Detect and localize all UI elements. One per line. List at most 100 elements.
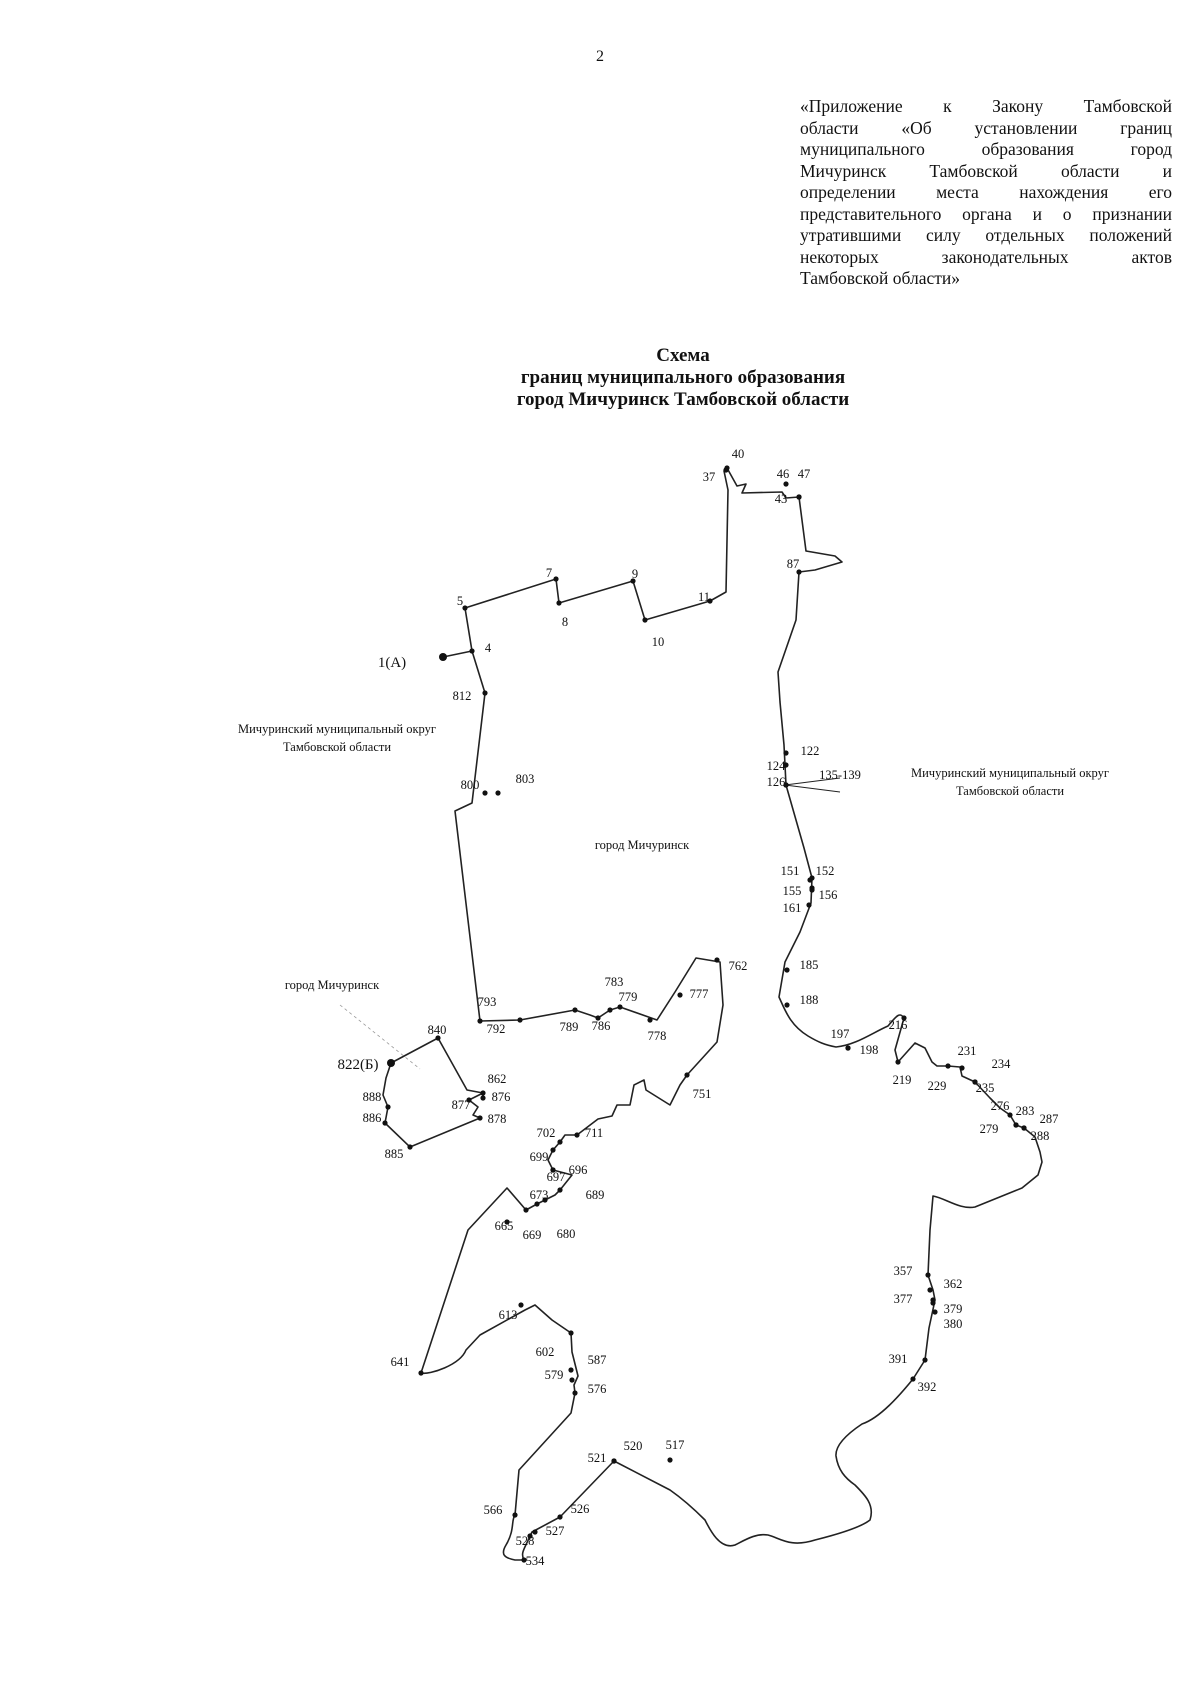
boundary-point-marker (972, 1079, 978, 1085)
boundary-point-label: 40 (732, 447, 745, 461)
boundary-point-marker (910, 1376, 916, 1382)
boundary-point-marker (495, 790, 501, 796)
boundary-point-marker (480, 1090, 486, 1096)
boundary-point-marker (707, 598, 713, 604)
boundary-point-marker (927, 1287, 933, 1293)
boundary-point-label: 229 (928, 1079, 947, 1093)
boundary-point-marker (895, 1059, 901, 1065)
boundary-point-label: 156 (819, 888, 838, 902)
boundary-point-marker (557, 1187, 563, 1193)
boundary-point-marker (667, 1457, 673, 1463)
boundary-point-marker (480, 1095, 486, 1101)
boundary-point-label: 126 (767, 775, 786, 789)
boundary-point-marker (512, 1512, 518, 1518)
boundary-point-label: 792 (487, 1022, 506, 1036)
boundary-point-marker (714, 957, 720, 963)
boundary-point-label: 886 (363, 1111, 382, 1125)
boundary-point-label: 526 (571, 1502, 590, 1516)
boundary-point-label: 613 (499, 1308, 518, 1322)
boundary-point-label: 7 (546, 566, 552, 580)
boundary-point-label: 602 (536, 1345, 555, 1359)
boundary-point-marker (532, 1529, 538, 1535)
boundary-point-label: 377 (894, 1292, 913, 1306)
district-left-label: Мичуринский муниципальный округ (238, 722, 436, 736)
boundary-point-marker (677, 992, 683, 998)
boundary-point-marker (527, 1533, 533, 1539)
title-line: границ муниципального образования (520, 367, 846, 388)
boundary-point-label: 151 (781, 864, 800, 878)
boundary-point-label: 587 (588, 1353, 607, 1367)
boundary-point-label: 699 (530, 1150, 549, 1164)
boundary-point-label: 279 (980, 1122, 999, 1136)
boundary-point-label: 840 (428, 1023, 447, 1037)
boundary-point-label: 680 (557, 1227, 576, 1241)
boundary-point-marker (783, 782, 789, 788)
boundary-point-label: 135-139 (819, 768, 861, 782)
boundary-point-label: 235 (976, 1081, 995, 1095)
boundary-point-marker (569, 1377, 575, 1383)
boundary-point-marker (385, 1104, 391, 1110)
appendix-line: определении места нахождения его (800, 182, 1172, 202)
boundary-point-label: 152 (816, 864, 835, 878)
boundary-point-label: 155 (783, 884, 802, 898)
boundary-point-marker (783, 750, 789, 756)
boundary-point-label: 778 (648, 1029, 667, 1043)
boundary-point-label: 197 (831, 1027, 850, 1041)
boundary-point-label: 392 (918, 1380, 937, 1394)
boundary-point-label: 711 (585, 1126, 603, 1140)
boundary-point-label: 689 (586, 1188, 605, 1202)
boundary-point-label: 800 (461, 778, 480, 792)
boundary-point-marker (557, 1514, 563, 1520)
boundary-point-marker (435, 1035, 441, 1041)
district-right-label: Мичуринский муниципальный округ (911, 766, 1109, 780)
boundary-point-marker (534, 1201, 540, 1207)
boundary-point-marker (1013, 1122, 1019, 1128)
area-labels: Мичуринский муниципальный округ Тамбовск… (238, 722, 1109, 992)
boundary-point-label: 822(Б) (337, 1057, 378, 1073)
page-number: 2 (596, 48, 604, 65)
boundary-point-label: 122 (801, 744, 820, 758)
boundary-point-marker (809, 887, 815, 893)
boundary-point-label: 124 (767, 759, 787, 773)
boundary-point-marker (642, 617, 648, 623)
enclave-boundary (382, 1037, 484, 1148)
boundary-point-label: 362 (944, 1277, 963, 1291)
boundary-point-marker (521, 1557, 527, 1563)
boundary-point-marker (517, 1017, 523, 1023)
boundary-point-marker (806, 902, 812, 908)
boundary-point-marker (518, 1302, 524, 1308)
boundary-point-marker (647, 1017, 653, 1023)
boundary-point-marker (482, 790, 488, 796)
boundary-point-marker (439, 653, 447, 661)
point-markers (382, 465, 1027, 1563)
boundary-point-label: 46 (777, 467, 790, 481)
boundary-point-marker (724, 465, 730, 471)
boundary-point-marker (557, 1139, 563, 1145)
boundary-point-marker (809, 875, 815, 881)
boundary-point-marker (469, 648, 475, 654)
main-boundary (420, 467, 1043, 1561)
boundary-point-label: 528 (516, 1534, 535, 1548)
district-right-label: Тамбовской области (956, 784, 1064, 798)
boundary-point-label: 566 (484, 1503, 503, 1517)
boundary-point-marker (617, 1004, 623, 1010)
boundary-point-label: 219 (893, 1073, 912, 1087)
boundary-point-marker (684, 1072, 690, 1078)
boundary-point-marker (630, 578, 636, 584)
boundary-point-marker (930, 1300, 936, 1306)
boundary-point-marker (922, 1357, 928, 1363)
boundary-point-marker (595, 1015, 601, 1021)
boundary-point-label: 793 (478, 995, 497, 1009)
enclave-callout-line (339, 1004, 421, 1070)
boundary-point-label: 11 (698, 590, 710, 604)
map-title: Схема границ муниципального образования … (0, 345, 1200, 411)
appendix-line: области «Об установлении границ (800, 117, 1172, 138)
boundary-point-label: 521 (588, 1451, 607, 1465)
boundary-point-label: 579 (545, 1368, 564, 1382)
boundary-point-label: 673 (530, 1188, 549, 1202)
boundary-point-marker (572, 1007, 578, 1013)
boundary-point-label: 391 (889, 1352, 908, 1366)
boundary-point-label: 234 (992, 1057, 1012, 1071)
boundary-point-label: 8 (562, 615, 568, 629)
